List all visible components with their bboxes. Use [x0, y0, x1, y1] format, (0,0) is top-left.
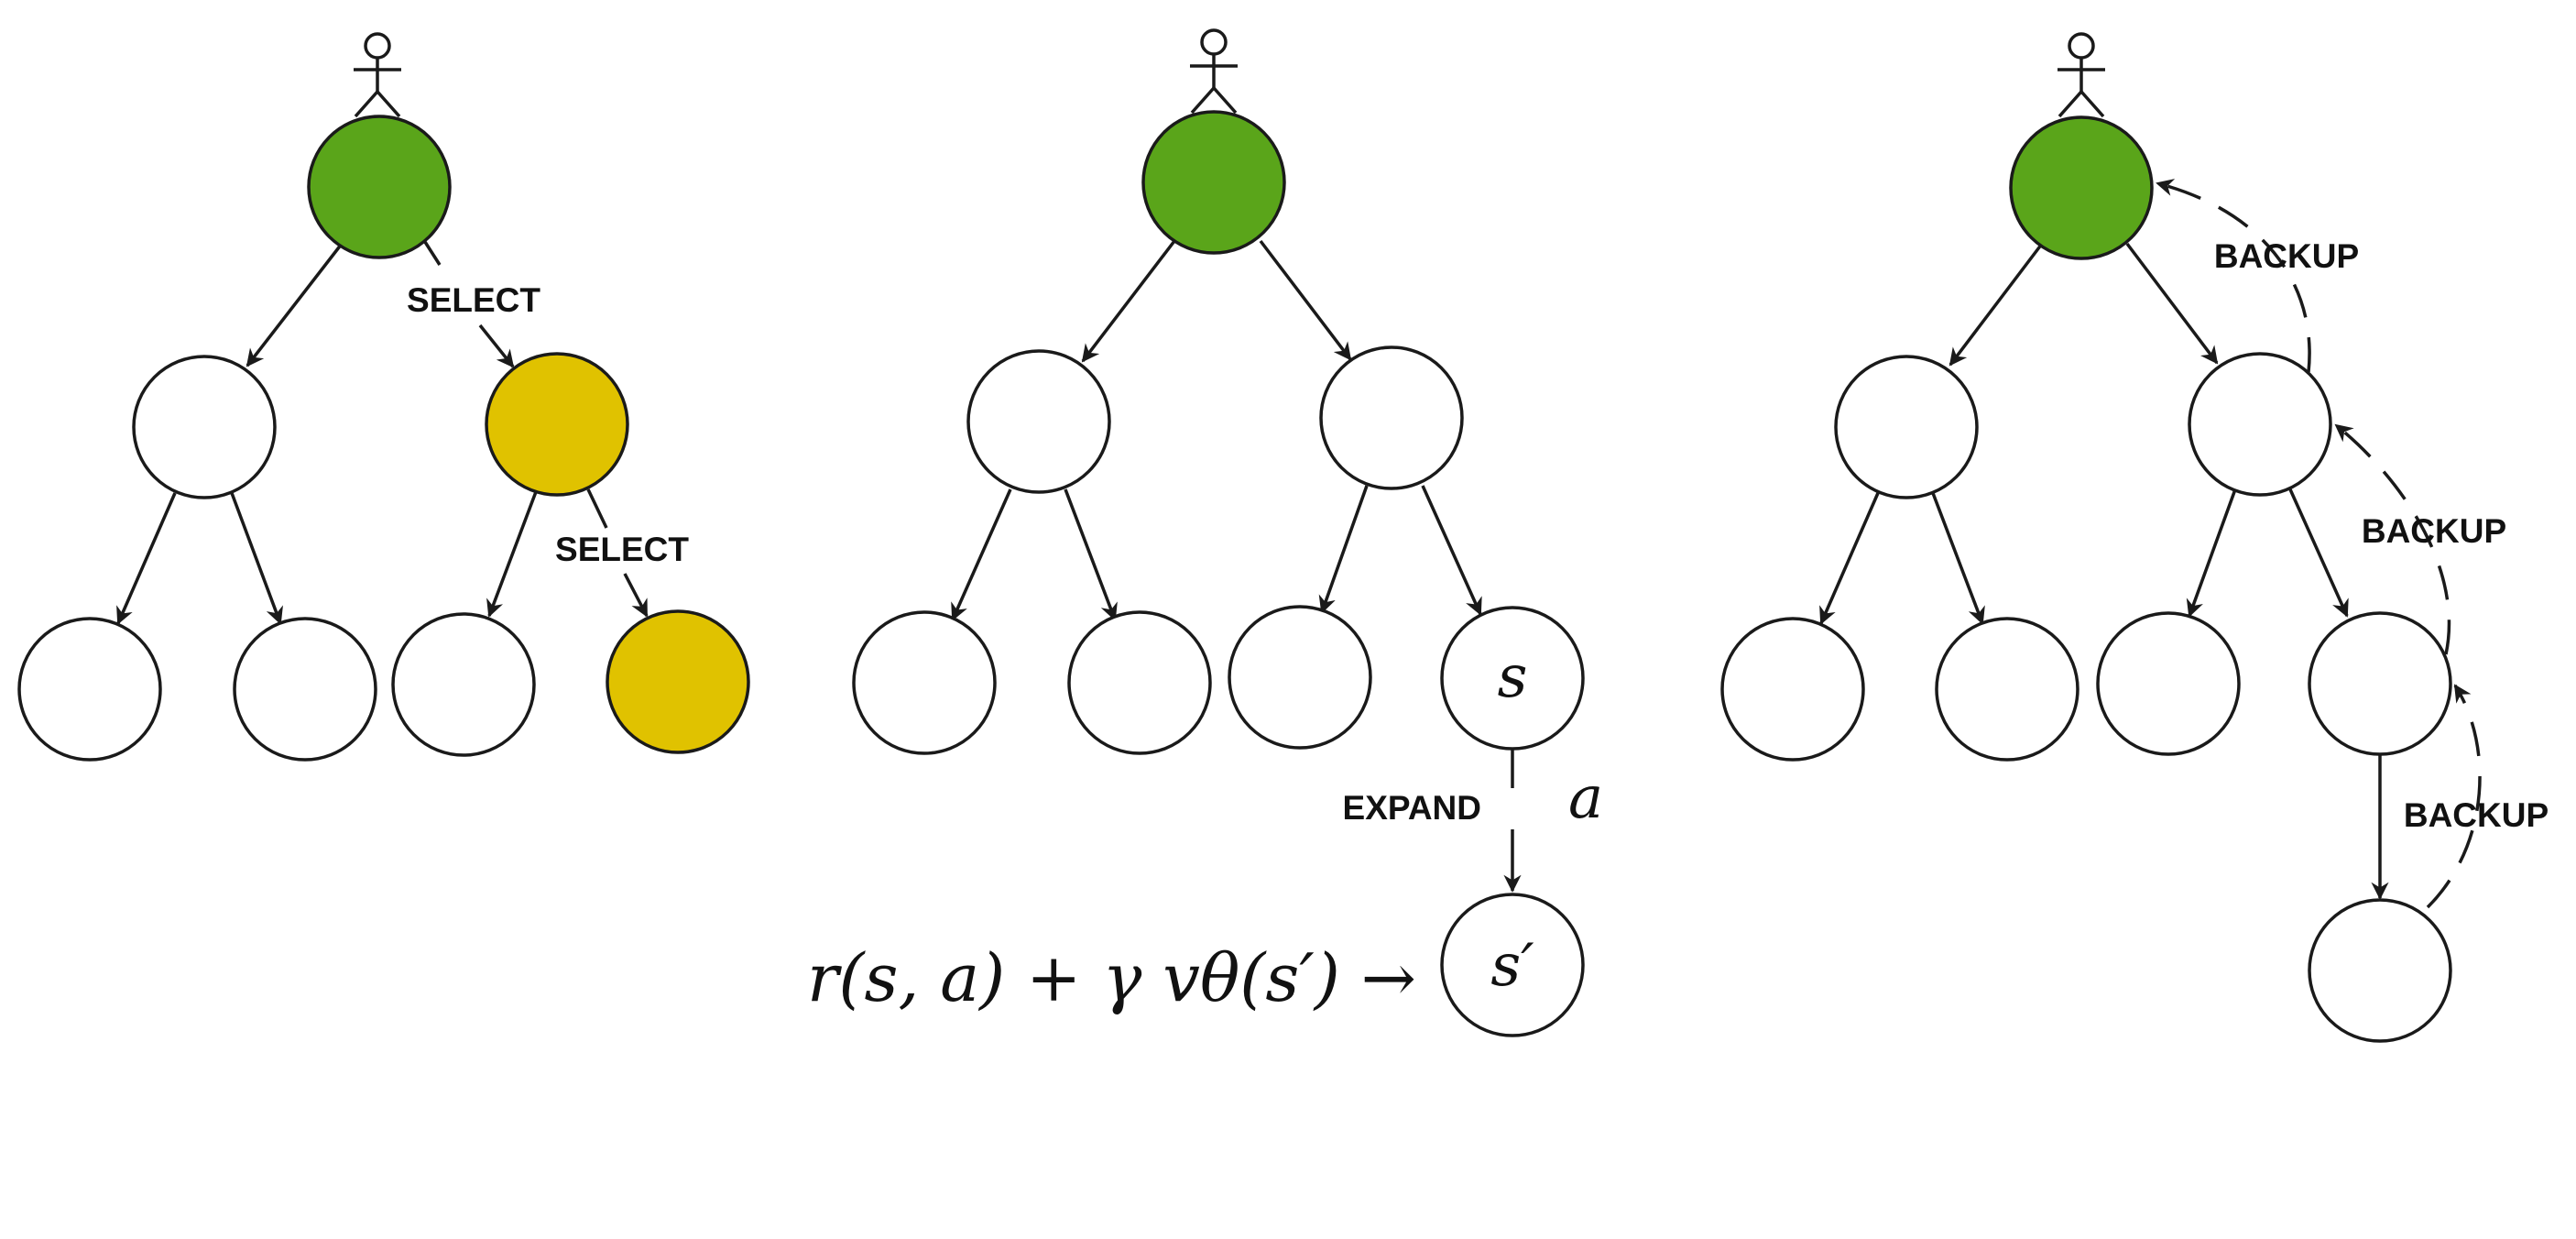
leaf-state-node [1440, 606, 1585, 751]
selected-leaf-node [606, 609, 750, 754]
edge [1064, 488, 1118, 621]
tree-node [132, 355, 277, 499]
edge [1421, 485, 1482, 616]
tree-node [966, 349, 1111, 494]
tree-node [2096, 611, 2241, 756]
edge [1318, 485, 1369, 614]
edge [2288, 488, 2349, 618]
tree-node [233, 617, 377, 762]
stick-figure-icon [2058, 32, 2105, 118]
select-panel: SELECT SELECT [17, 32, 750, 762]
tree-node [391, 612, 536, 757]
selected-node [485, 352, 629, 497]
tree-node [852, 610, 997, 755]
expand-label: EXPAND [1343, 789, 1481, 827]
edge [2186, 488, 2237, 618]
edge-selected [423, 241, 442, 266]
stick-figure-icon [1190, 28, 1238, 115]
root-node [2009, 115, 2154, 260]
edge [2125, 242, 2219, 365]
tree-node [1319, 345, 1464, 490]
state-s-label: s [1498, 643, 1528, 711]
edge [1931, 492, 1985, 625]
edge-selected [586, 488, 608, 529]
action-a-label: a [1568, 764, 1603, 832]
backup-label: BACKUP [2214, 237, 2359, 275]
backup-panel: BACKUP BACKUP BACKUP [1720, 32, 2549, 1043]
expand-panel: s s′ EXPAND a r(s, a) + γ vθ(s′) → [807, 28, 1603, 1037]
backup-arc [2334, 423, 2451, 655]
backup-arc [2426, 684, 2482, 909]
edge [1948, 242, 2044, 367]
root-node [307, 115, 452, 259]
tree-node [2188, 352, 2332, 497]
state-s-prime-label: s′ [1490, 932, 1534, 1000]
edge [116, 492, 177, 625]
edge-selected [478, 323, 515, 368]
tree-node [1720, 617, 1865, 762]
new-leaf-node [2308, 898, 2452, 1043]
edge [230, 492, 283, 625]
edge [1259, 239, 1352, 361]
tree-node [1067, 610, 1212, 755]
backup-arc [2156, 179, 2311, 373]
expanded-state-node [1440, 893, 1585, 1037]
tree-node [17, 617, 162, 762]
edge [1081, 239, 1176, 363]
tree-node [1228, 605, 1372, 750]
tree-node [1935, 617, 2079, 762]
root-node [1141, 110, 1286, 255]
stick-figure-icon [354, 32, 401, 118]
edge-selected [623, 573, 649, 618]
edge [1819, 492, 1880, 625]
edge [951, 488, 1012, 621]
tree-node [1834, 355, 1979, 499]
edge [246, 242, 344, 367]
backup-label: BACKUP [2362, 512, 2506, 550]
value-formula: r(s, a) + γ vθ(s′) → [807, 939, 1416, 1016]
tree-node [2308, 611, 2452, 756]
select-label: SELECT [407, 281, 540, 319]
select-label: SELECT [555, 531, 689, 568]
backup-label: BACKUP [2404, 796, 2549, 834]
edge [486, 488, 539, 618]
